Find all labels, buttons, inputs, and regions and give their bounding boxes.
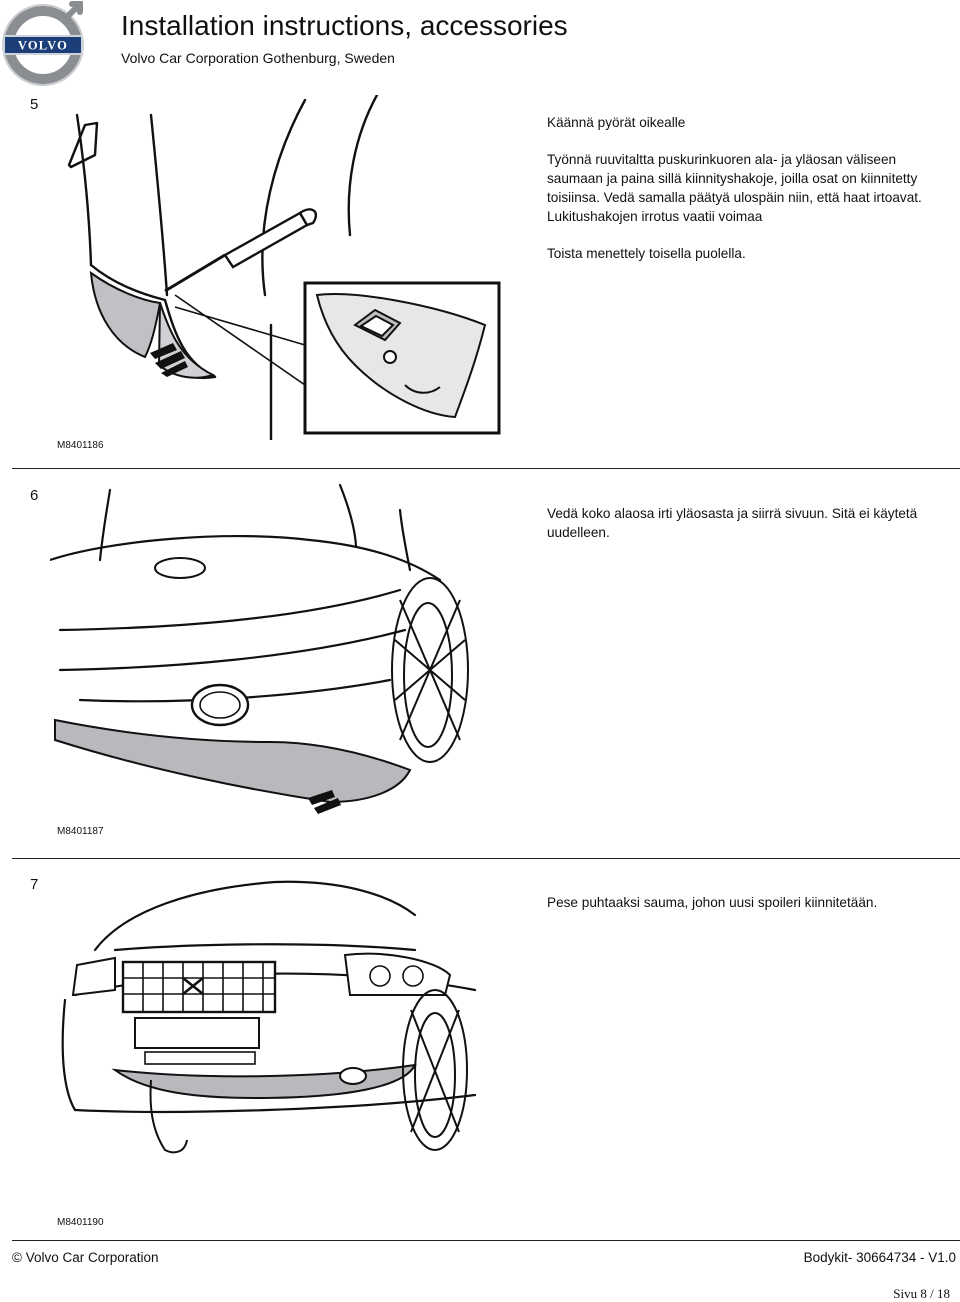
step-divider bbox=[12, 468, 960, 469]
step-number: 6 bbox=[30, 487, 39, 504]
figure-code: M8401190 bbox=[57, 1217, 104, 1228]
step-6-instructions: Vedä koko alaosa irti yläosasta ja siirr… bbox=[547, 504, 952, 542]
step-number: 7 bbox=[30, 876, 39, 893]
step-5-paragraph-1: Käännä pyörät oikealle bbox=[547, 115, 686, 130]
step-5-paragraph-3: Toista menettely toisella puolella. bbox=[547, 246, 746, 261]
step-5-illustration bbox=[55, 93, 505, 442]
step-7-instructions: Pese puhtaaksi sauma, johon uusi spoiler… bbox=[547, 893, 952, 912]
footer-divider bbox=[12, 1240, 960, 1241]
page-number: Sivu 8 / 18 bbox=[893, 1286, 950, 1301]
svg-text:VOLVO: VOLVO bbox=[18, 39, 68, 53]
step-5-paragraph-2: Työnnä ruuvitaltta puskurinkuoren ala- j… bbox=[547, 152, 922, 224]
step-5-instructions: Käännä pyörät oikealle Työnnä ruuvitaltt… bbox=[547, 113, 952, 263]
step-6-illustration bbox=[48, 480, 490, 825]
step-7-illustration bbox=[55, 870, 510, 1210]
step-7-paragraph-1: Pese puhtaaksi sauma, johon uusi spoiler… bbox=[547, 895, 878, 910]
step-6-paragraph-1: Vedä koko alaosa irti yläosasta ja siirr… bbox=[547, 506, 918, 540]
volvo-logo: VOLVO bbox=[0, 0, 90, 90]
document-title: Installation instructions, accessories bbox=[121, 10, 568, 41]
step-divider bbox=[12, 858, 960, 859]
figure-code: M8401186 bbox=[57, 440, 104, 451]
document-subtitle: Volvo Car Corporation Gothenburg, Sweden bbox=[121, 50, 395, 66]
footer-copyright: © Volvo Car Corporation bbox=[12, 1250, 159, 1265]
footer-document-id: Bodykit- 30664734 - V1.0 bbox=[803, 1250, 956, 1265]
step-number: 5 bbox=[30, 96, 39, 113]
figure-code: M8401187 bbox=[57, 826, 104, 837]
